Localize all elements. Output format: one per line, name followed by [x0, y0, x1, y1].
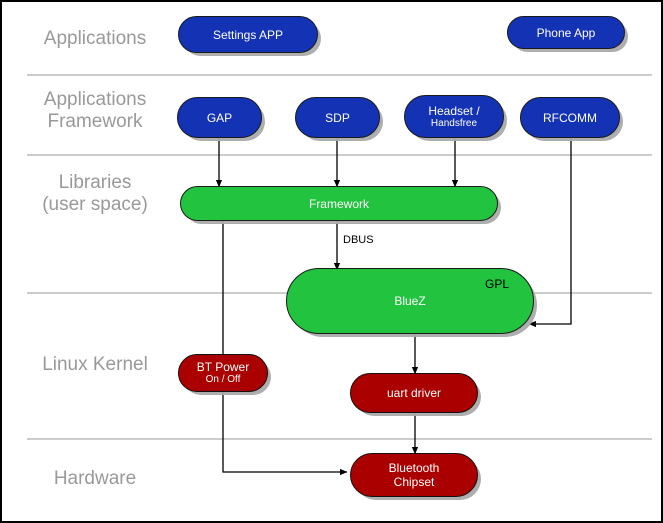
node-label: uart driver: [386, 386, 442, 400]
node-bt-power[interactable]: BT Power On / Off: [178, 354, 268, 392]
node-label: Settings APP: [212, 27, 284, 42]
node-label: Phone App: [536, 25, 596, 40]
node-label: Framework: [308, 196, 369, 211]
node-rfcomm[interactable]: RFCOMM: [520, 97, 620, 138]
dbus-edge-label: DBUS: [343, 234, 374, 246]
node-sublabel: Chipset: [393, 475, 435, 489]
node-framework[interactable]: Framework: [180, 186, 498, 221]
layer-label-hardware: Hardware: [53, 468, 137, 489]
edge-rfcomm-to-bluez: [528, 138, 572, 328]
layer-label-applications: Applications: [43, 28, 147, 49]
node-sublabel: On / Off: [205, 374, 241, 385]
node-gap[interactable]: GAP: [177, 97, 262, 138]
node-label: Headset /: [428, 103, 480, 118]
node-label: SDP: [325, 110, 350, 125]
node-settings-app[interactable]: Settings APP: [178, 16, 318, 53]
layer-label-applications-framework: Applications Framework: [43, 89, 147, 132]
gpl-tag: GPL: [484, 277, 509, 291]
node-label: RFCOMM: [543, 110, 597, 125]
edge-framework-to-chipset: [222, 220, 348, 476]
layer-label-linux-kernel: Linux Kernel: [42, 354, 148, 375]
node-sdp[interactable]: SDP: [295, 97, 380, 138]
node-headset-handsfree[interactable]: Headset / Handsfree: [404, 95, 504, 138]
node-label: BlueZ: [394, 294, 426, 308]
node-phone-app[interactable]: Phone App: [507, 16, 625, 49]
node-label: Bluetooth: [388, 461, 440, 475]
node-bluetooth-chipset[interactable]: Bluetooth Chipset: [350, 453, 478, 497]
node-bluez[interactable]: BlueZ GPL: [286, 268, 534, 334]
node-sublabel: Handsfree: [430, 117, 478, 129]
node-uart-driver[interactable]: uart driver: [350, 373, 478, 413]
layer-label-libraries: Libraries (user space): [42, 172, 148, 215]
node-label: BT Power: [196, 360, 250, 374]
node-label: GAP: [206, 110, 233, 125]
